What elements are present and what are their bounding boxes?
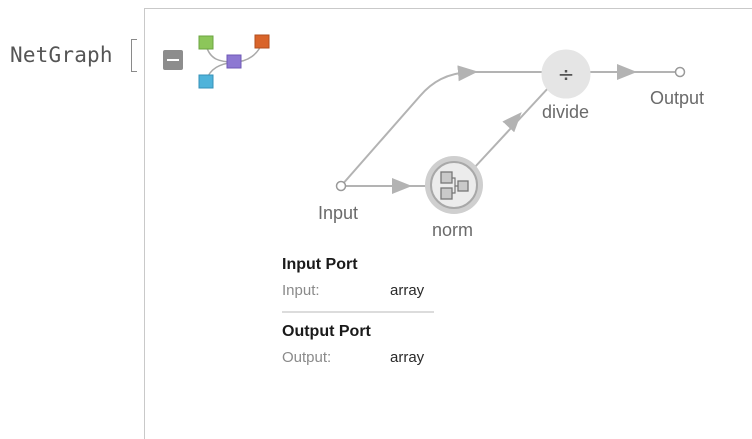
net-graph-icon xyxy=(198,34,270,89)
divide-label: divide xyxy=(542,102,590,122)
input-port-key: Input: xyxy=(282,282,320,299)
edge-norm-divide xyxy=(473,85,551,169)
net-panel xyxy=(144,8,752,439)
input-port-value: array xyxy=(390,282,425,299)
output-port-section: Output Port Output: array xyxy=(282,323,442,371)
graph-canvas: ÷ xyxy=(335,49,686,214)
subnet-icon xyxy=(440,171,469,200)
input-port-section: Input Port Input: array xyxy=(282,256,442,304)
divide-symbol: ÷ xyxy=(558,62,575,86)
divide-node[interactable] xyxy=(541,49,591,99)
input-port-row: Input: array xyxy=(282,282,442,304)
output-label: Output xyxy=(650,88,705,108)
output-port-key: Output: xyxy=(282,349,332,366)
output-port-row: Output: array xyxy=(282,349,442,371)
open-bracket xyxy=(131,39,137,72)
output-port-value: array xyxy=(390,349,425,366)
collapse-button[interactable] xyxy=(163,50,183,70)
input-port-node[interactable] xyxy=(335,180,347,192)
input-port-title: Input Port xyxy=(282,256,358,273)
input-label: Input xyxy=(318,203,359,223)
norm-node[interactable] xyxy=(425,156,483,214)
output-port-title: Output Port xyxy=(282,323,371,340)
section-divider xyxy=(282,311,434,313)
norm-label: norm xyxy=(432,220,474,240)
head-label: NetGraph xyxy=(10,43,113,67)
output-port-node[interactable] xyxy=(674,66,686,78)
